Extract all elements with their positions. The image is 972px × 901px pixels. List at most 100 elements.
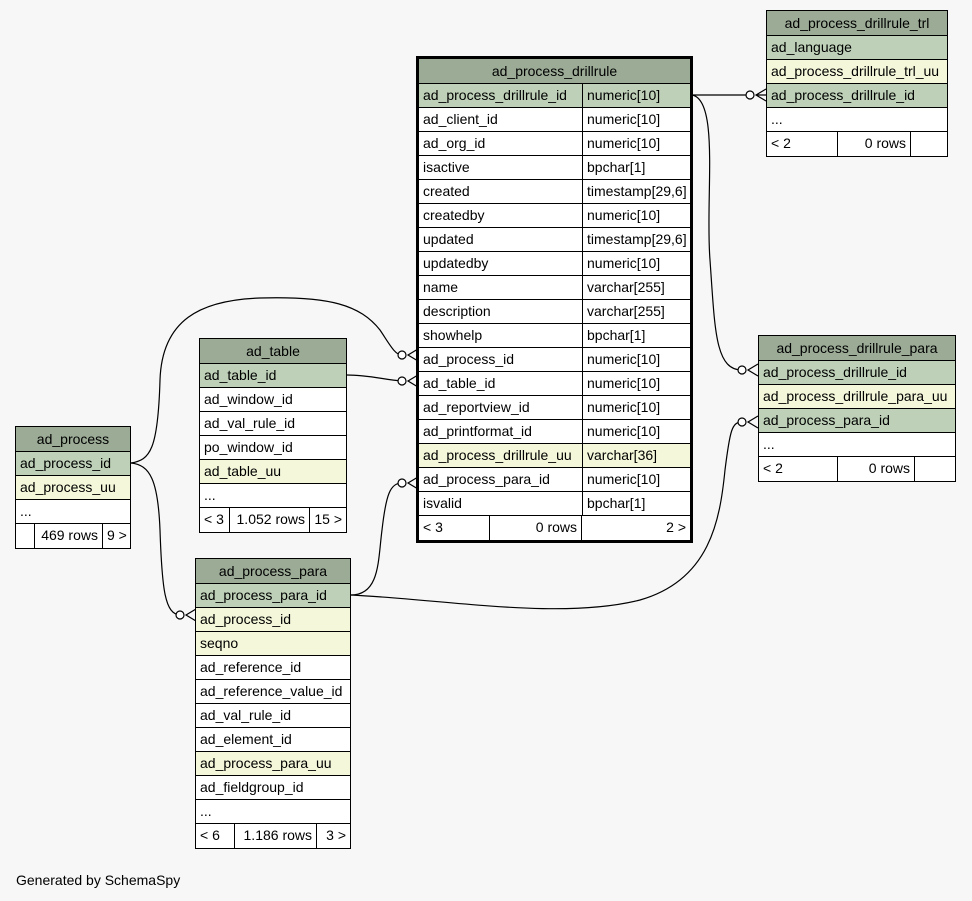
column-name: ad_process_para_id: [423, 471, 550, 487]
column-row: description varchar[255]: [419, 300, 690, 324]
column-row: ...: [196, 800, 350, 824]
column-name: isactive: [423, 159, 470, 175]
edge-process-para: [130, 462, 181, 616]
table-footer: < 3 1.052 rows 15 >: [200, 508, 346, 532]
column-row: ad_process_para_id: [759, 409, 955, 433]
column-row: createdby numeric[10]: [419, 204, 690, 228]
column-type: numeric[10]: [582, 252, 690, 275]
column-name: ad_table_id: [423, 375, 496, 391]
table-title: ad_table: [200, 339, 346, 364]
column-name: name: [423, 279, 459, 295]
table-title: ad_process: [16, 427, 130, 452]
column-row: ad_window_id: [200, 388, 346, 412]
column-name: updated: [423, 231, 474, 247]
column-name: createdby: [423, 207, 485, 223]
column-row: created timestamp[29,6]: [419, 180, 690, 204]
table-ad-process-drillrule-para[interactable]: ad_process_drillrule_para ad_process_dri…: [758, 335, 956, 482]
column-row: ...: [200, 484, 346, 508]
edge-table-drillrule: [346, 374, 403, 382]
column-row: ad_process_drillrule_id: [759, 361, 955, 385]
table-ad-process-para[interactable]: ad_process_para ad_process_para_id ad_pr…: [195, 558, 351, 849]
column-type: numeric[10]: [582, 468, 690, 491]
table-ad-process-drillrule-trl[interactable]: ad_process_drillrule_trl ad_language ad_…: [766, 10, 948, 157]
column-type: numeric[10]: [582, 348, 690, 371]
footer-parents: < 3: [423, 519, 443, 535]
column-row: ad_process_uu: [16, 476, 130, 500]
column-row: ad_fieldgroup_id: [196, 776, 350, 800]
column-row: ad_process_drillrule_para_uu: [759, 385, 955, 409]
column-row: updated timestamp[29,6]: [419, 228, 690, 252]
column-row: ad_process_para_id numeric[10]: [419, 468, 690, 492]
column-type: varchar[36]: [582, 444, 690, 467]
column-type: bpchar[1]: [582, 156, 690, 179]
column-name: ad_printformat_id: [423, 423, 532, 439]
column-type: numeric[10]: [582, 420, 690, 443]
edge-process-drillrule: [130, 297, 403, 464]
table-title: ad_process_drillrule_para: [759, 336, 955, 361]
column-name: ad_process_drillrule_id: [423, 87, 567, 103]
table-ad-process-drillrule[interactable]: ad_process_drillrule ad_process_drillrul…: [416, 56, 693, 543]
column-name: ad_reportview_id: [423, 399, 530, 415]
column-type: bpchar[1]: [582, 492, 690, 515]
footer-children: 2 >: [581, 516, 690, 540]
column-row: ad_process_para_id: [196, 584, 350, 608]
column-row: po_window_id: [200, 436, 346, 460]
column-row: ad_table_uu: [200, 460, 346, 484]
column-name: ad_org_id: [423, 135, 486, 151]
column-type: numeric[10]: [582, 108, 690, 131]
column-name: created: [423, 183, 470, 199]
column-type: bpchar[1]: [582, 324, 690, 347]
table-ad-table[interactable]: ad_table ad_table_id ad_window_id ad_val…: [199, 338, 347, 533]
column-type: varchar[255]: [582, 300, 690, 323]
table-title: ad_process_drillrule: [419, 59, 690, 84]
edge-drillrule-para: [691, 94, 743, 371]
column-row: ...: [759, 433, 955, 457]
column-name: ad_process_id: [423, 351, 515, 367]
column-row: ad_process_drillrule_uu varchar[36]: [419, 444, 690, 468]
column-row: ad_process_id: [196, 608, 350, 632]
column-row: ad_reference_id: [196, 656, 350, 680]
column-row: ad_process_drillrule_id numeric[10]: [419, 84, 690, 108]
table-footer: < 6 1.186 rows 3 >: [196, 824, 350, 848]
column-row: ad_client_id numeric[10]: [419, 108, 690, 132]
column-type: numeric[10]: [582, 396, 690, 419]
column-type: numeric[10]: [582, 84, 690, 107]
column-type: numeric[10]: [582, 204, 690, 227]
column-type: timestamp[29,6]: [582, 180, 690, 203]
column-name: isvalid: [423, 495, 462, 511]
table-ad-process[interactable]: ad_process ad_process_id ad_process_uu .…: [15, 426, 131, 549]
column-row: ad_process_drillrule_trl_uu: [767, 60, 947, 84]
column-type: varchar[255]: [582, 276, 690, 299]
column-row: ad_language: [767, 36, 947, 60]
column-row: ad_table_id: [200, 364, 346, 388]
column-row: ...: [16, 500, 130, 524]
column-row: ...: [767, 108, 947, 132]
column-type: numeric[10]: [582, 132, 690, 155]
column-row: ad_val_rule_id: [196, 704, 350, 728]
column-name: showhelp: [423, 327, 483, 343]
table-footer: < 2 0 rows: [767, 132, 947, 156]
column-row: ad_reportview_id numeric[10]: [419, 396, 690, 420]
column-row: ad_process_para_uu: [196, 752, 350, 776]
column-row: ad_process_drillrule_id: [767, 84, 947, 108]
column-row: ad_element_id: [196, 728, 350, 752]
column-name: ad_process_drillrule_uu: [423, 447, 572, 463]
column-row: showhelp bpchar[1]: [419, 324, 690, 348]
edge-para-drillrule: [350, 482, 403, 596]
column-name: ad_client_id: [423, 111, 498, 127]
column-row: ad_process_id numeric[10]: [419, 348, 690, 372]
column-row: seqno: [196, 632, 350, 656]
table-footer: < 2 0 rows: [759, 457, 955, 481]
generated-by-label: Generated by SchemaSpy: [16, 872, 181, 888]
column-row: name varchar[255]: [419, 276, 690, 300]
column-row: ad_reference_value_id: [196, 680, 350, 704]
column-type: timestamp[29,6]: [582, 228, 690, 251]
column-row: isactive bpchar[1]: [419, 156, 690, 180]
table-footer: 469 rows 9 >: [16, 524, 130, 548]
footer-rows: 0 rows: [489, 516, 581, 540]
column-name: description: [423, 303, 491, 319]
